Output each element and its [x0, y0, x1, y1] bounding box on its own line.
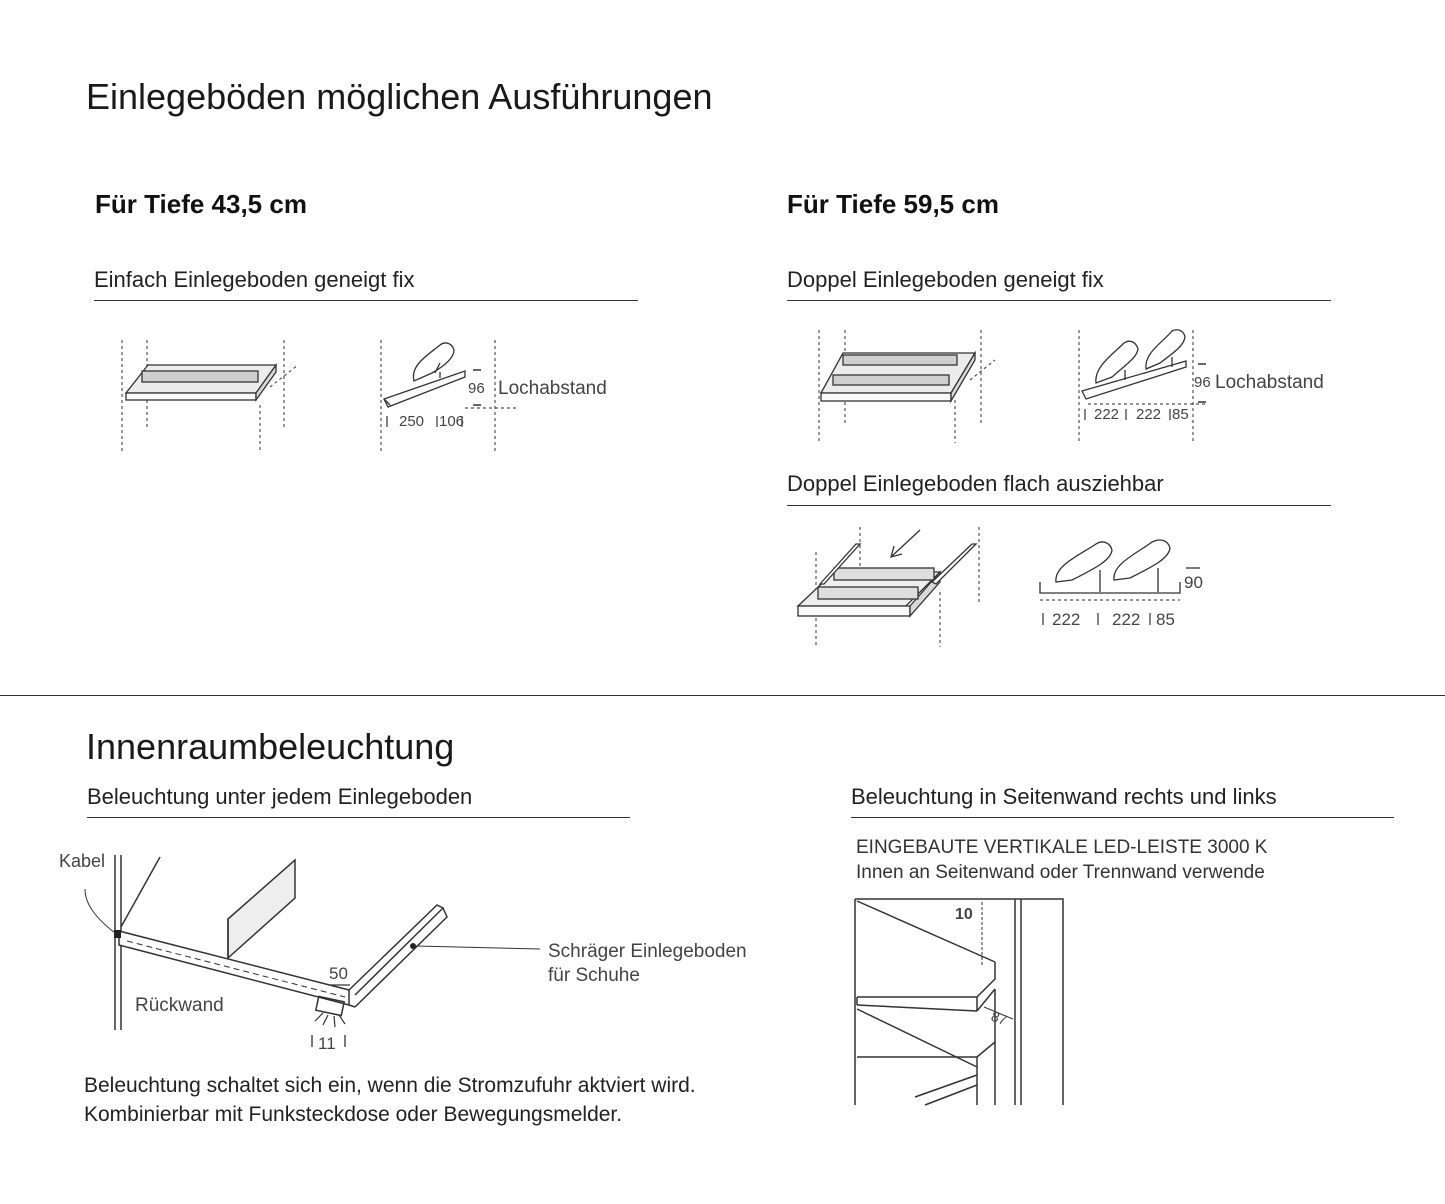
divider-rule: [87, 817, 630, 818]
under-shelf-lighting-title: Beleuchtung unter jedem Einlegeboden: [87, 784, 473, 809]
dimension-222-a: 222: [1094, 406, 1119, 423]
label-backwall: Rückwand: [135, 995, 224, 1016]
depth-435-heading: Für Tiefe 43,5 cm: [95, 189, 307, 219]
double-shelf-side-drawing: 96 Lochabstand 222 222 85: [1078, 329, 1324, 443]
dimension-85: 85: [1156, 610, 1175, 629]
single-shelf-perspective-drawing: [121, 340, 299, 453]
single-inclined-title: Einfach Einlegeboden geneigt fix: [94, 267, 415, 292]
dimension-11: 11: [318, 1034, 336, 1053]
shelves-section-title: Einlegeböden möglichen Ausführungen: [86, 76, 713, 117]
side-wall-lighting-drawing: 10 87: [854, 898, 1064, 1106]
double-shelf-perspective-drawing: [818, 330, 996, 443]
double-inclined-title: Doppel Einlegeboden geneigt fix: [787, 267, 1104, 292]
dimension-222-a: 222: [1052, 610, 1080, 629]
label-shelf-line2: für Schuhe: [548, 965, 640, 986]
pullout-shelf-perspective-drawing: [796, 527, 980, 647]
dimension-222-b: 222: [1136, 406, 1161, 423]
lighting-section-title: Innenraumbeleuchtung: [86, 726, 455, 767]
depth-595-heading: Für Tiefe 59,5 cm: [787, 189, 999, 219]
hole-spacing-value: 96: [1194, 374, 1211, 391]
dimension-222-b: 222: [1112, 610, 1140, 629]
single-shelf-side-drawing: 96 Lochabstand 250 106: [380, 340, 607, 453]
side-wall-lighting-title: Beleuchtung in Seitenwand rechts und lin…: [851, 784, 1277, 809]
double-pullout-title: Doppel Einlegeboden flach ausziehbar: [787, 471, 1164, 496]
led-strip-note-line1: EINGEBAUTE VERTIKALE LED-LEISTE 3000 K: [856, 837, 1268, 858]
divider-rule: [787, 300, 1331, 301]
led-strip-note-line2: Innen an Seitenwand oder Trennwand verwe…: [856, 862, 1265, 883]
lighting-description-line1: Beleuchtung schaltet sich ein, wenn die …: [84, 1074, 696, 1097]
lighting-description-line2: Kombinierbar mit Funksteckdose oder Bewe…: [84, 1103, 623, 1126]
dimension-10: 10: [955, 906, 973, 923]
dimension-87: 87: [989, 1008, 1009, 1028]
hole-spacing-label: Lochabstand: [498, 378, 607, 399]
divider-rule: [94, 300, 638, 301]
dimension-106: 106: [439, 413, 464, 430]
dimension-85: 85: [1172, 406, 1189, 423]
hole-spacing-label: Lochabstand: [1215, 372, 1324, 393]
pullout-shelf-side-drawing: 90 222 222 85: [1039, 539, 1203, 629]
divider-rule: [787, 505, 1331, 506]
dimension-50: 50: [329, 964, 348, 983]
section-separator: [0, 695, 1445, 696]
hole-spacing-value: 96: [468, 380, 485, 397]
under-shelf-lighting-drawing: Kabel Rückwand Schräger Einlegeboden für…: [59, 851, 747, 1053]
divider-rule: [851, 817, 1394, 818]
label-shelf-line1: Schräger Einlegeboden: [548, 941, 747, 962]
height-90: 90: [1184, 573, 1203, 592]
dimension-250: 250: [399, 413, 424, 430]
label-cable: Kabel: [59, 851, 105, 871]
